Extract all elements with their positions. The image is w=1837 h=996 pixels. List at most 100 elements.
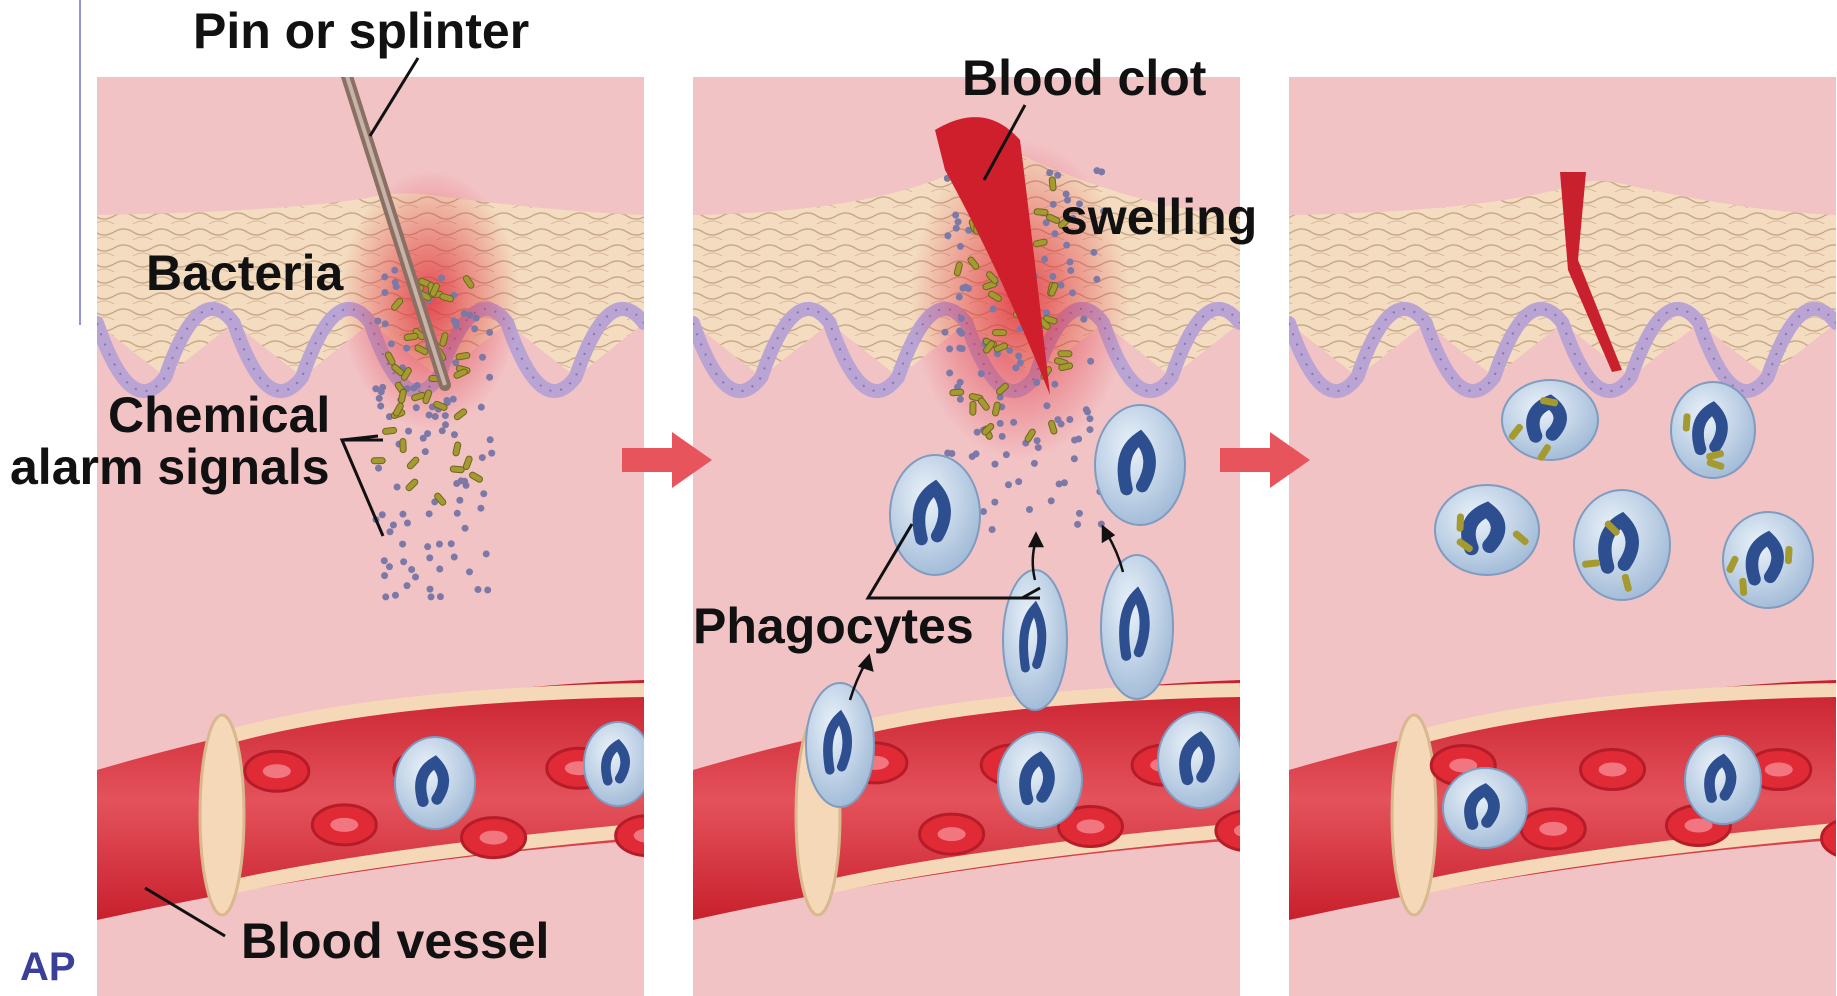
panel-1 <box>97 70 680 996</box>
alarm-signal-dot <box>942 329 949 336</box>
alarm-signal-dot <box>958 315 965 322</box>
vessel-opening <box>1392 715 1436 915</box>
label-swelling: swelling <box>1060 189 1257 245</box>
alarm-signal-dot <box>1069 289 1076 296</box>
alarm-signal-dot <box>486 374 493 381</box>
label-chemical: Chemical <box>108 387 330 443</box>
alarm-signal-dot <box>989 526 996 533</box>
alarm-signal-dot <box>978 370 985 377</box>
ingested-bacterium <box>1683 413 1691 431</box>
alarm-signal-dot <box>980 508 987 515</box>
alarm-signal-dot <box>1031 460 1038 467</box>
alarm-signal-dot <box>448 540 455 547</box>
alarm-signal-dot <box>392 592 399 599</box>
phagocyte <box>890 455 980 575</box>
alarm-signal-dot <box>1043 402 1050 409</box>
alarm-signal-dot <box>1075 435 1082 442</box>
alarm-signal-dot <box>955 218 962 225</box>
bacterium <box>1049 177 1056 191</box>
phagocyte <box>1435 485 1539 575</box>
alarm-signal-dot <box>1017 359 1024 366</box>
red-blood-cell <box>616 816 680 856</box>
alarm-signal-dot <box>387 528 394 535</box>
label-blood-clot: Blood clot <box>962 50 1207 106</box>
alarm-signal-dot <box>1051 381 1058 388</box>
alarm-signal-dot <box>948 450 955 457</box>
label-bacteria: Bacteria <box>146 245 345 301</box>
alarm-signal-dot <box>382 593 389 600</box>
bacterium <box>970 401 976 415</box>
alarm-signal-dot <box>471 325 478 332</box>
label-alarm-signals: alarm signals <box>10 439 330 495</box>
alarm-signal-dot <box>962 284 969 291</box>
alarm-signal-dot <box>428 593 435 600</box>
alarm-signal-dot <box>436 541 443 548</box>
alarm-signal-dot <box>1080 316 1087 323</box>
alarm-signal-dot <box>466 568 473 575</box>
ingested-bacterium <box>1456 513 1464 531</box>
alarm-signal-dot <box>1066 416 1073 423</box>
alarm-signal-dot <box>426 554 433 561</box>
alarm-signal-dot <box>374 317 381 324</box>
alarm-signal-dot <box>1034 437 1041 444</box>
bacterium <box>382 427 397 435</box>
alarm-signal-dot <box>1035 444 1042 451</box>
alarm-signal-dot <box>381 557 388 564</box>
alarm-signal-dot <box>404 519 411 526</box>
alarm-signal-dot <box>483 550 490 557</box>
alarm-signal-dot <box>487 436 494 443</box>
alarm-signal-dot <box>475 586 482 593</box>
alarm-signal-dot <box>466 312 473 319</box>
alarm-signal-dot <box>436 566 443 573</box>
alarm-signal-dot <box>1015 352 1022 359</box>
alarm-signal-dot <box>957 243 964 250</box>
alarm-signal-dot <box>477 505 484 512</box>
alarm-signal-dot <box>386 563 393 570</box>
vessel-opening <box>200 715 244 915</box>
alarm-signal-dot <box>422 448 429 455</box>
alarm-signal-dot <box>946 369 953 376</box>
alarm-signal-dot <box>1050 201 1057 208</box>
alarm-signal-dot <box>952 211 959 218</box>
alarm-signal-dot <box>1067 267 1074 274</box>
bacterium <box>400 438 406 452</box>
alarm-signal-dot <box>1087 358 1094 365</box>
alarm-signal-dot <box>377 403 384 410</box>
alarm-signal-dot <box>1076 510 1083 517</box>
panels-group <box>97 70 1837 996</box>
slide-edge-line <box>79 0 81 325</box>
alarm-signal-dot <box>408 566 415 573</box>
alarm-signal-dot <box>394 483 401 490</box>
alarm-signal-dot <box>956 293 963 300</box>
alarm-signal-dot <box>450 396 457 403</box>
alarm-signal-dot <box>956 345 963 352</box>
alarm-signal-dot <box>1083 406 1090 413</box>
bacterium <box>992 330 1006 336</box>
alarm-signal-dot <box>424 543 431 550</box>
alarm-signal-dot <box>390 522 397 529</box>
label-blood-vessel: Blood vessel <box>241 913 549 969</box>
alarm-signal-dot <box>999 433 1006 440</box>
phagocyte <box>1095 405 1185 525</box>
alarm-signal-dot <box>454 510 461 517</box>
alarm-signal-dot <box>957 396 964 403</box>
alarm-signal-dot <box>439 427 446 434</box>
alarm-signal-dot <box>443 397 450 404</box>
bacterium <box>371 458 385 464</box>
alarm-signal-dot <box>399 541 406 548</box>
alarm-signal-dot <box>479 354 486 361</box>
alarm-signal-dot <box>427 586 434 593</box>
phagocyte <box>395 737 475 829</box>
alarm-signal-dot <box>1005 481 1012 488</box>
alarm-signal-dot <box>392 279 399 286</box>
alarm-signal-dot <box>480 490 487 497</box>
label-pin-or-splinter: Pin or splinter <box>193 3 529 59</box>
alarm-signal-dot <box>1074 521 1081 528</box>
alarm-signal-dot <box>484 587 491 594</box>
alarm-signal-dot <box>381 289 388 296</box>
alarm-signal-dot <box>426 510 433 517</box>
alarm-signal-dot <box>1058 421 1065 428</box>
alarm-signal-dot <box>1056 480 1063 487</box>
alarm-signal-dot <box>1048 497 1055 504</box>
